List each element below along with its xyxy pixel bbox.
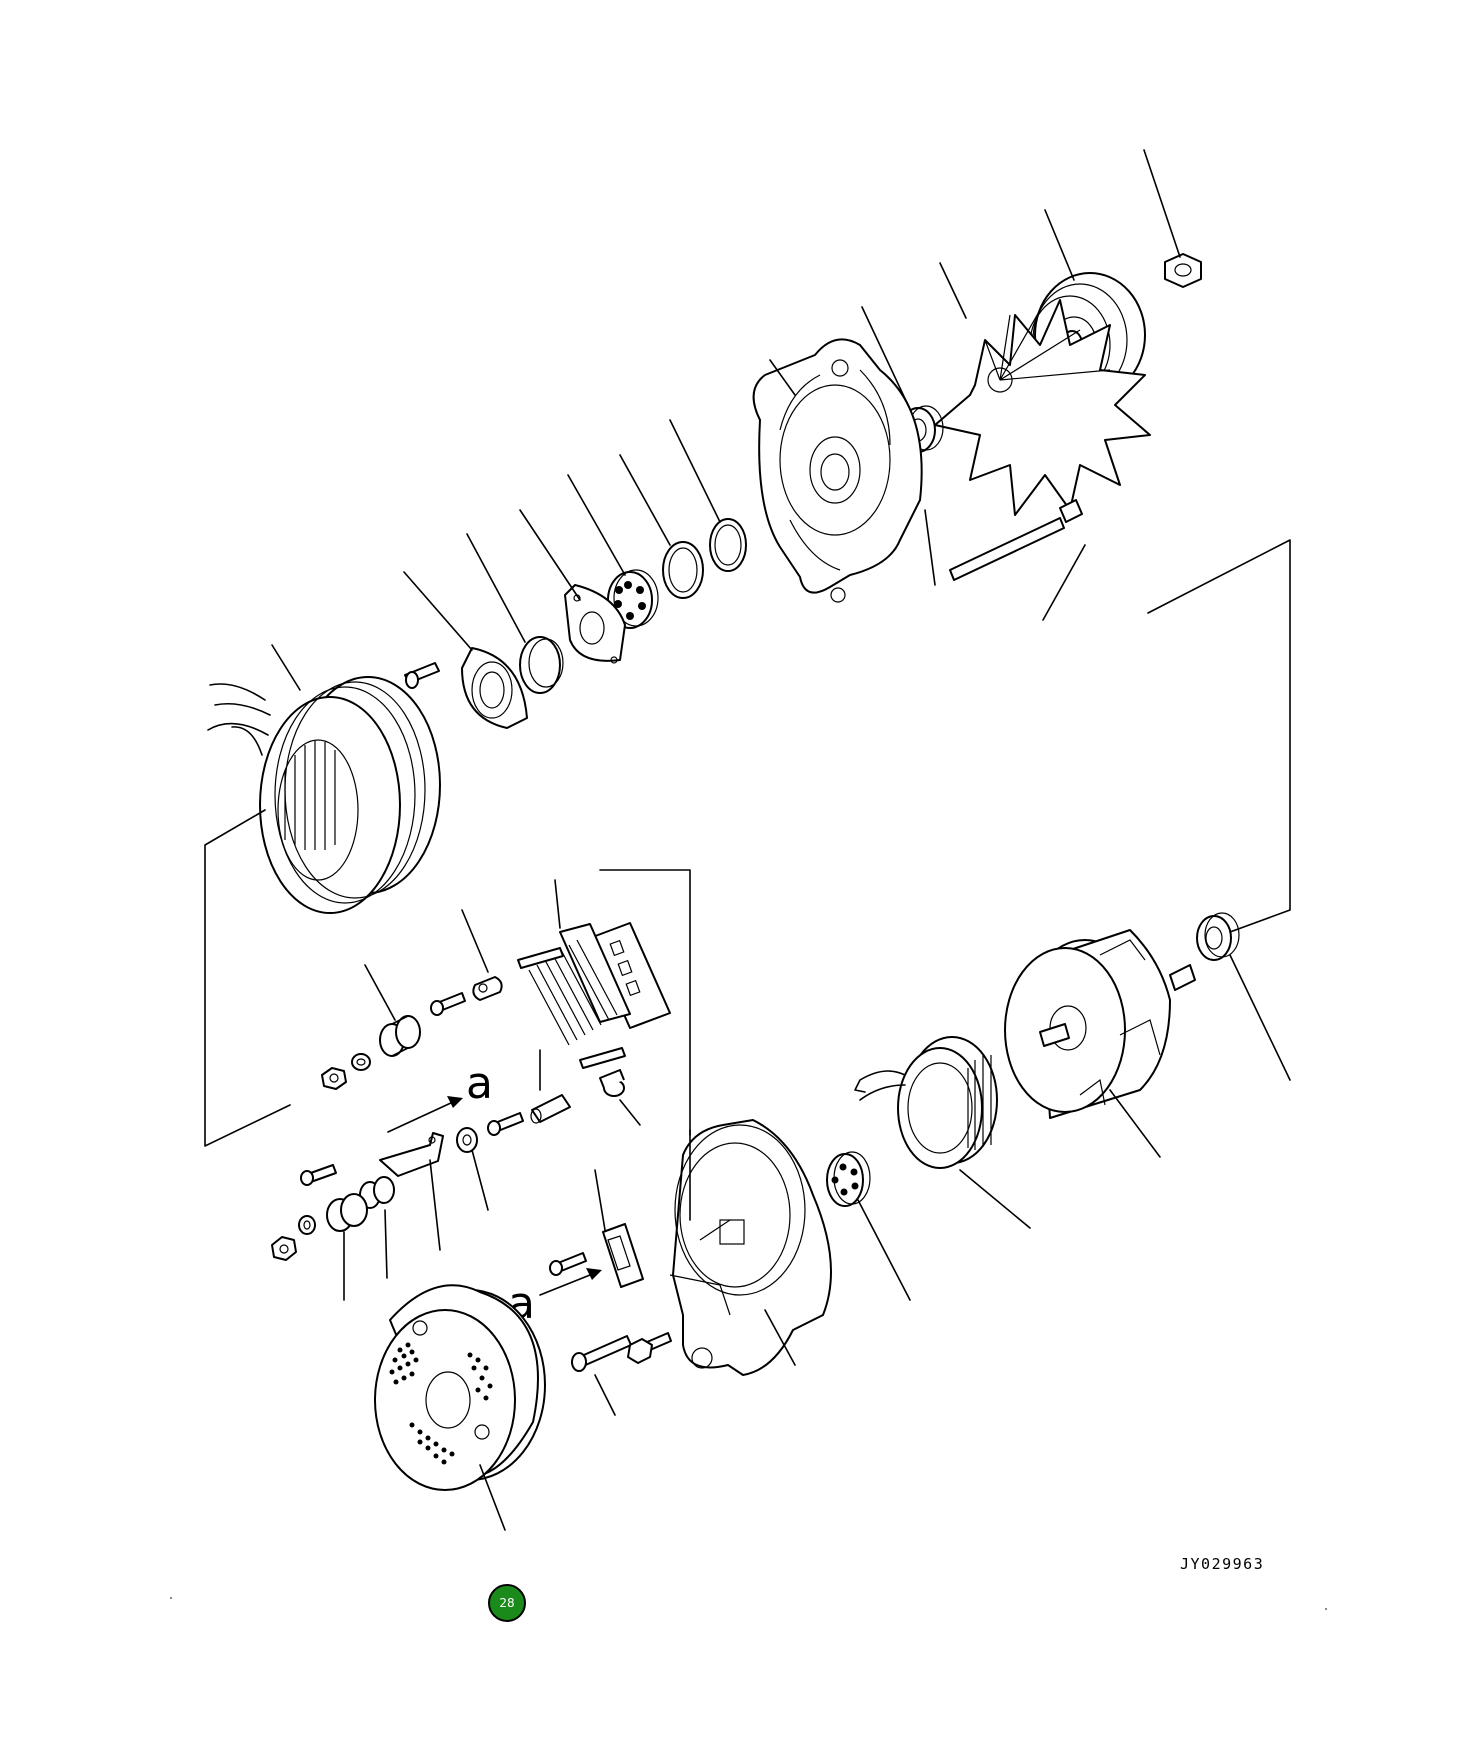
drawing-code: JY029963 (1180, 1555, 1265, 1573)
washer-part (298, 1215, 316, 1235)
insulator-part (326, 1193, 368, 1232)
leader-lines (204, 149, 1291, 1531)
nut-part (321, 1067, 347, 1090)
scan-speck (170, 1597, 172, 1599)
slip-ring-part (826, 1151, 871, 1207)
bushing-part (379, 1015, 421, 1057)
page-number-label: 28 (499, 1596, 515, 1610)
insulator-part (359, 1176, 395, 1209)
retainer-plate-part (564, 584, 626, 664)
spacer-ring-part (662, 541, 704, 599)
screw-part (487, 1112, 524, 1136)
stator-part (207, 676, 441, 914)
nut-part (1164, 253, 1202, 288)
rear-cover-part (374, 1284, 546, 1491)
callout-arrow-a-top: a (387, 1058, 493, 1133)
scan-speck (1325, 1608, 1327, 1610)
regulator-part (602, 1223, 644, 1288)
washer-part (351, 1053, 371, 1071)
bearing-part (1196, 912, 1240, 961)
bolt-part (571, 1335, 632, 1372)
through-bolt-part (949, 499, 1083, 581)
page-number-badge[interactable]: 28 (488, 1584, 526, 1622)
washer-part (456, 1127, 478, 1153)
seal-ring-part (519, 636, 564, 694)
callout-letter-a: a (466, 1058, 493, 1109)
bearing-retainer-part (461, 647, 528, 729)
screw-part (549, 1252, 587, 1276)
rectifier-part (517, 922, 671, 1069)
screw-part (430, 992, 466, 1016)
pin-part (530, 1094, 571, 1124)
fan-part (934, 299, 1151, 516)
snap-ring-part (709, 518, 747, 572)
sleeve-part (599, 1069, 625, 1097)
rear-end-frame-part (669, 1119, 832, 1376)
terminal-washer-part (472, 976, 503, 1001)
screw-part (300, 1164, 337, 1186)
nut-part (271, 1236, 297, 1261)
vent-holes (389, 1342, 493, 1465)
drive-end-frame-part (752, 338, 923, 603)
screw-part (404, 662, 440, 689)
flange-bolt-part (627, 1332, 672, 1364)
bracket-part (379, 1132, 444, 1177)
rectifier-ring-part (854, 1036, 998, 1169)
rotor-part (1004, 929, 1196, 1119)
